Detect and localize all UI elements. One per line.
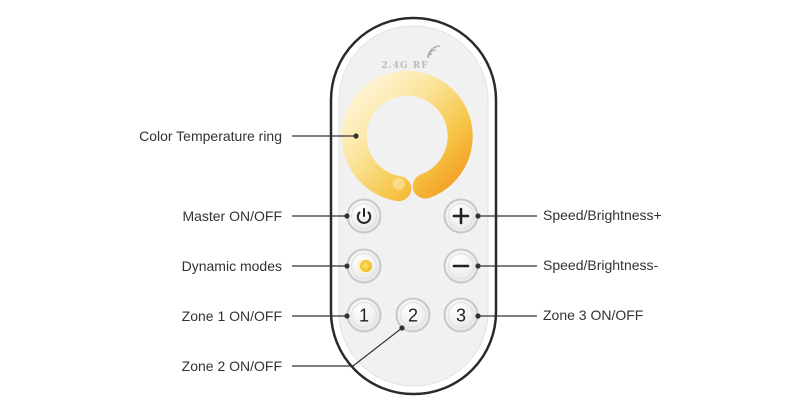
label-zone-1-on-off: Zone 1 ON/OFF bbox=[181, 308, 282, 324]
dynamic-modes-button[interactable] bbox=[346, 248, 382, 284]
color-temperature-ring[interactable] bbox=[341, 70, 473, 202]
zone-1-number: 1 bbox=[359, 306, 369, 326]
power-icon bbox=[356, 208, 372, 224]
brand-text: 2.4G RF bbox=[381, 61, 428, 71]
plus-icon bbox=[452, 207, 470, 225]
label-master-on-off: Master ON/OFF bbox=[182, 208, 282, 224]
speed-brightness-plus-button[interactable] bbox=[443, 198, 479, 234]
label-speed-brightness-minus: Speed/Brightness- bbox=[543, 257, 659, 273]
wireless-signal-icon bbox=[427, 45, 441, 59]
label-zone-2-on-off: Zone 2 ON/OFF bbox=[181, 358, 282, 374]
speed-brightness-minus-button[interactable] bbox=[443, 248, 479, 284]
zone-3-number: 3 bbox=[456, 306, 466, 326]
label-zone-3-on-off: Zone 3 ON/OFF bbox=[543, 307, 644, 323]
callout-line-zone2 bbox=[292, 327, 403, 367]
zone-2-number: 2 bbox=[408, 306, 418, 326]
zone-1-button[interactable]: 1 bbox=[346, 297, 382, 333]
label-color-temperature-ring: Color Temperature ring bbox=[139, 128, 282, 144]
callout-lines bbox=[292, 133, 537, 367]
master-on-off-button[interactable] bbox=[346, 198, 382, 234]
label-speed-brightness-plus: Speed/Brightness+ bbox=[543, 207, 662, 223]
dynamic-mode-icon bbox=[357, 259, 372, 273]
zone-2-button[interactable]: 2 bbox=[395, 297, 431, 333]
label-dynamic-modes: Dynamic modes bbox=[181, 258, 282, 274]
zone-3-button[interactable]: 3 bbox=[443, 297, 479, 333]
